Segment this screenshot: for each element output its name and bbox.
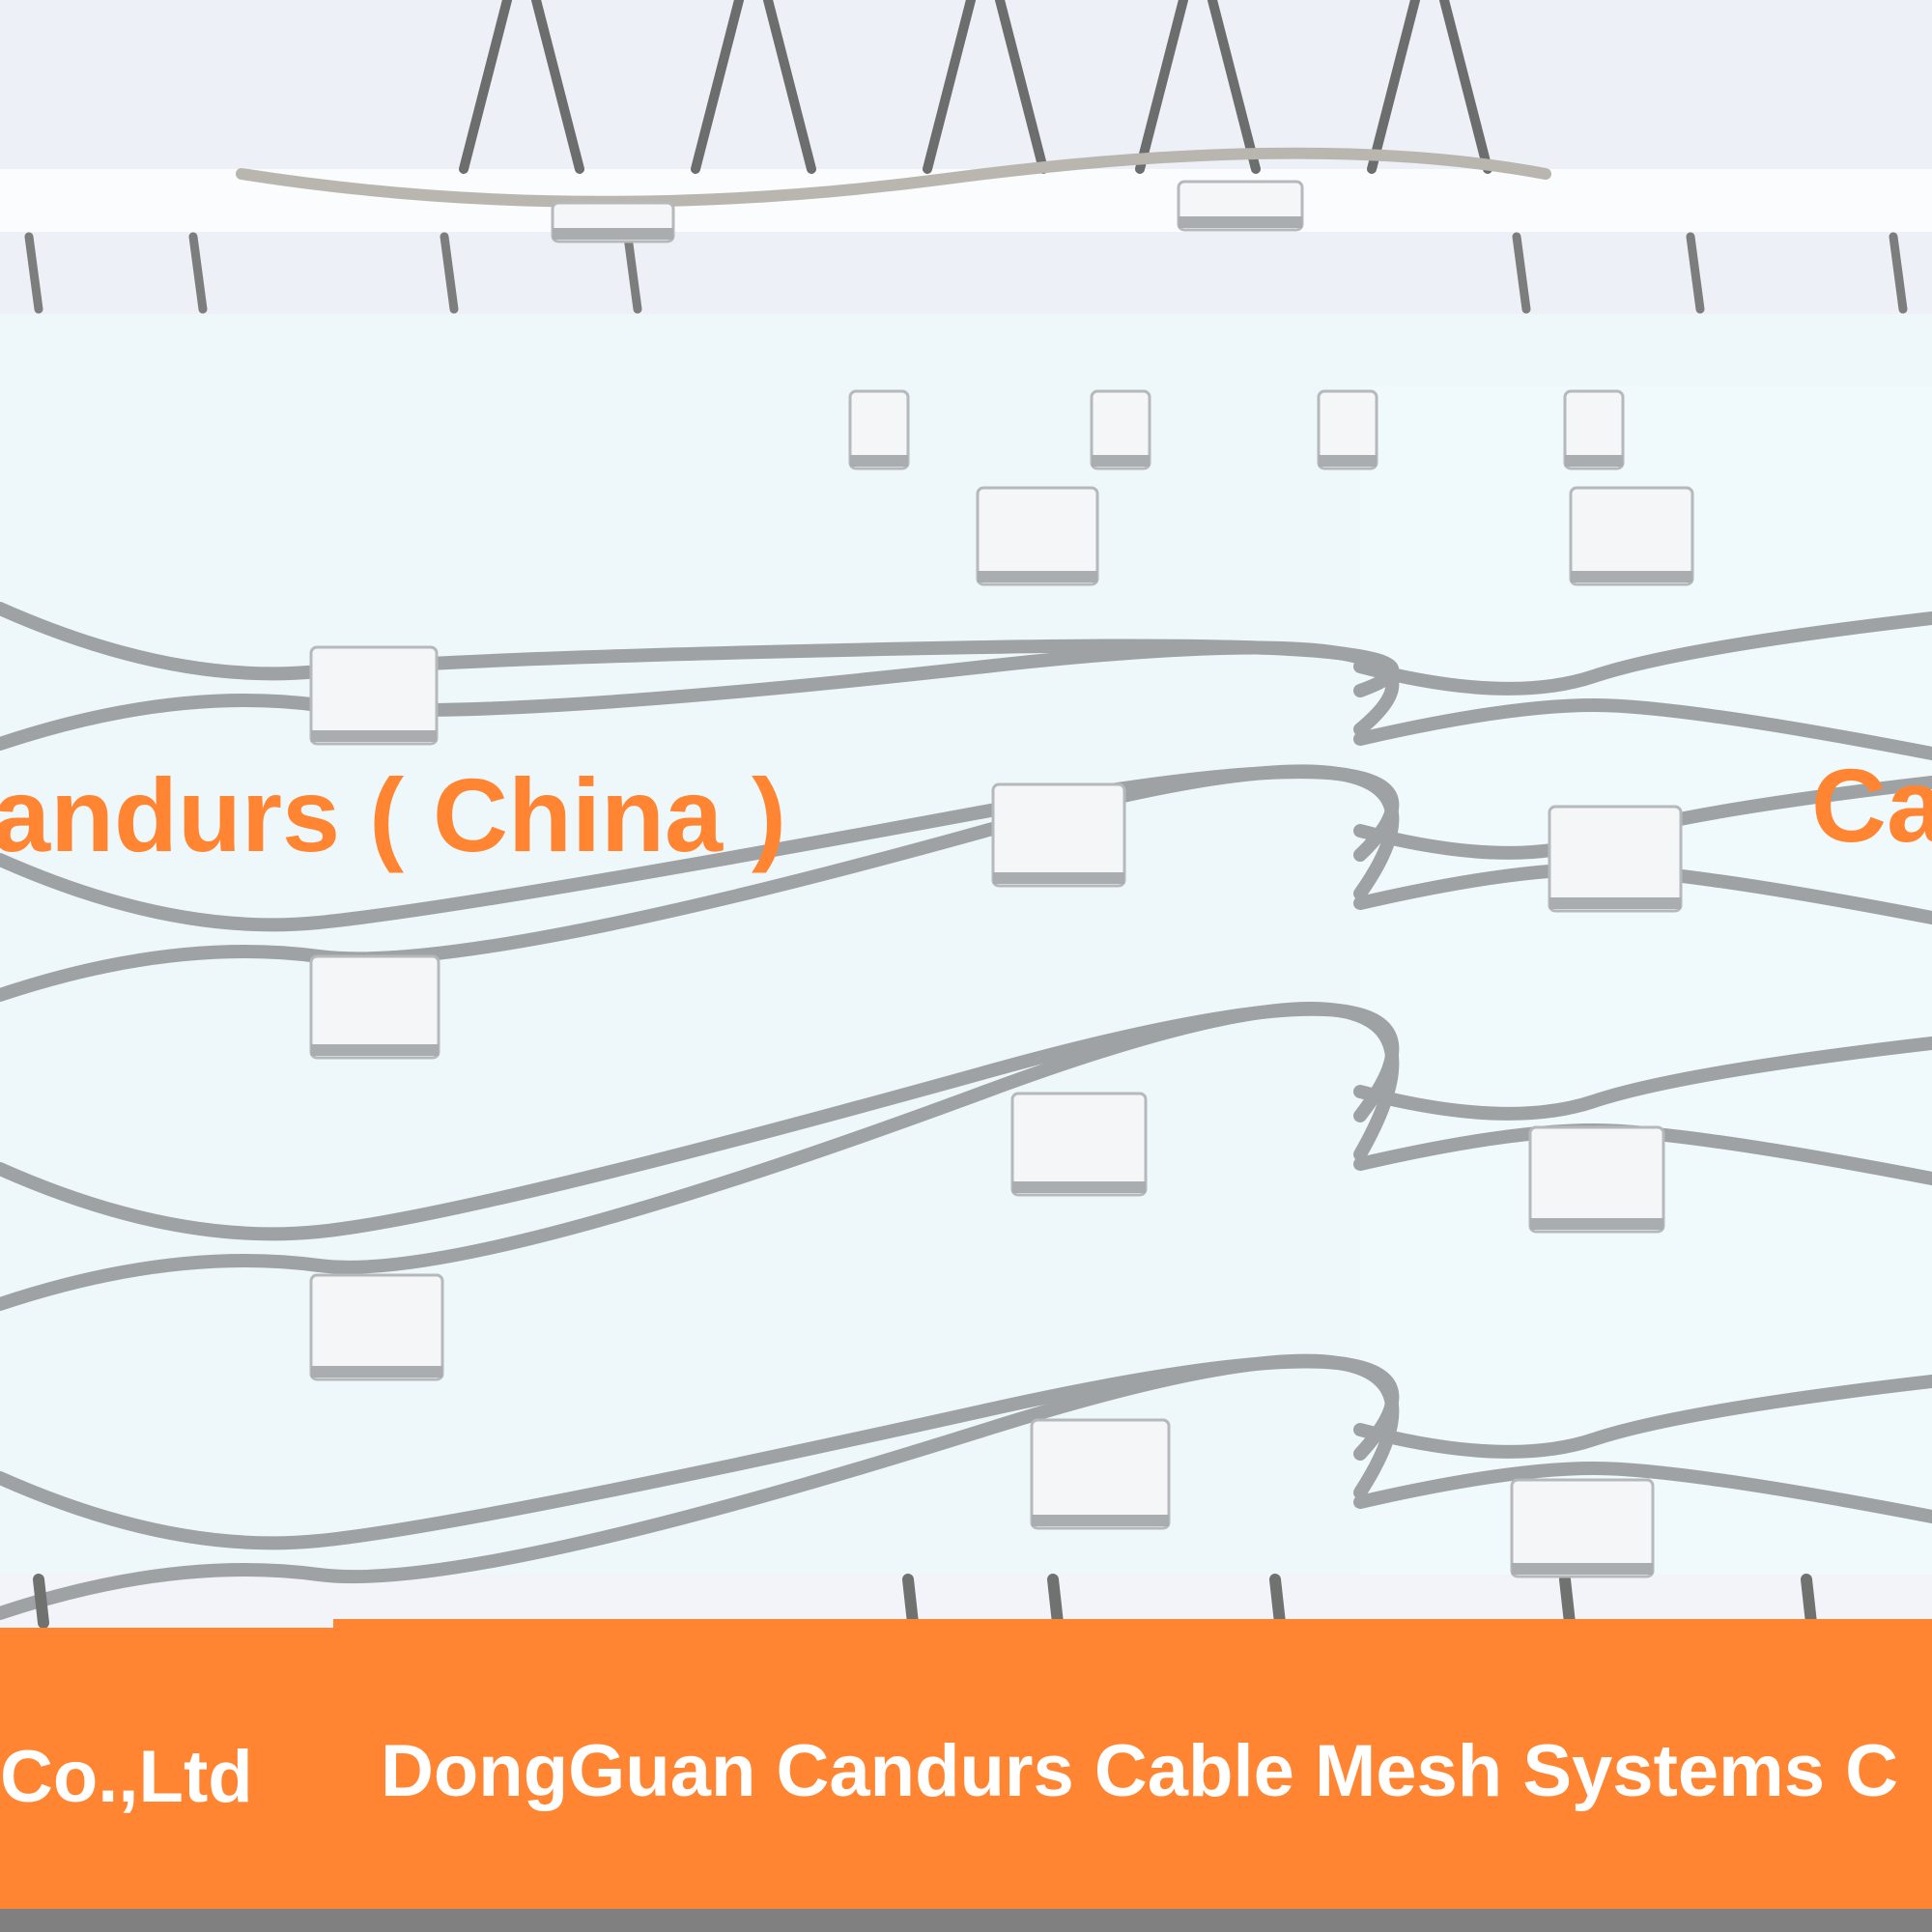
cable xyxy=(1208,0,1261,174)
ferrule-shadow xyxy=(1549,897,1681,909)
ferrule xyxy=(1528,1125,1665,1234)
watermark-left: andurs ( China ) xyxy=(0,756,787,873)
ferrule-shadow xyxy=(1319,455,1377,467)
cable xyxy=(763,0,816,174)
cable xyxy=(1353,697,1932,760)
cable xyxy=(459,0,512,174)
ferrule-shadow xyxy=(1179,216,1302,228)
banner-main xyxy=(333,1619,1932,1909)
ferrule xyxy=(1030,1418,1171,1530)
footer-bar xyxy=(0,1909,1932,1932)
ferrule-shadow xyxy=(1571,571,1692,582)
watermark-right: Ca xyxy=(1811,747,1932,864)
cable xyxy=(1801,1574,1817,1629)
cable xyxy=(33,1574,49,1629)
ferrule xyxy=(1090,389,1151,470)
cable xyxy=(623,232,642,314)
ferrule-shadow xyxy=(1092,455,1150,467)
cable xyxy=(24,232,43,314)
ferrule-shadow xyxy=(553,228,673,240)
cable xyxy=(1686,232,1705,314)
cable xyxy=(691,0,744,174)
cable xyxy=(1889,232,1908,314)
banner-main-text: DongGuan Candurs Cable Mesh Systems C xyxy=(381,1730,1898,1812)
cable xyxy=(1353,611,1932,696)
cable xyxy=(1367,0,1420,174)
banner-left-text: Co.,Ltd xyxy=(0,1736,253,1818)
ferrule xyxy=(1569,486,1694,586)
cable xyxy=(1135,0,1188,174)
cable xyxy=(1559,1574,1576,1629)
cable xyxy=(236,147,1551,208)
cable xyxy=(995,0,1048,174)
cable xyxy=(923,0,976,174)
ferrule xyxy=(309,1273,444,1381)
cable xyxy=(0,640,1400,751)
ferrule-shadow xyxy=(311,1366,442,1378)
cable xyxy=(1353,1461,1932,1523)
cable xyxy=(0,764,1400,1002)
cable xyxy=(1269,1574,1286,1629)
ferrule xyxy=(1510,1478,1655,1578)
ferrule xyxy=(1317,389,1378,470)
cable xyxy=(188,232,208,314)
cable xyxy=(0,1353,1400,1620)
ferrule xyxy=(1563,389,1625,470)
ferrule-shadow xyxy=(993,872,1124,884)
ferrule xyxy=(309,645,439,746)
ferrule-shadow xyxy=(850,455,908,467)
ferrule-shadow xyxy=(1530,1218,1663,1230)
ferrule xyxy=(1548,805,1683,913)
ferrule xyxy=(976,486,1099,586)
cable xyxy=(0,1002,1400,1311)
ferrule-shadow xyxy=(311,1044,439,1056)
ferrule-shadow xyxy=(1012,1181,1146,1193)
ferrule xyxy=(991,782,1126,888)
cable xyxy=(1353,1375,1932,1459)
ferrule-shadow xyxy=(1565,455,1623,467)
ferrule xyxy=(848,389,910,470)
ferrule-shadow xyxy=(978,571,1097,582)
cable xyxy=(1439,0,1492,174)
ferrule-shadow xyxy=(311,730,437,742)
cable xyxy=(440,232,459,314)
ferrule xyxy=(309,954,440,1060)
cable xyxy=(902,1574,919,1629)
cable xyxy=(1047,1574,1064,1629)
ferrule-shadow xyxy=(1512,1563,1653,1575)
ferrule-shadow xyxy=(1032,1515,1169,1526)
ferrule xyxy=(1010,1092,1148,1197)
cable xyxy=(1512,232,1531,314)
cable xyxy=(1353,1037,1932,1121)
banner-left-block xyxy=(0,1628,336,1913)
cable xyxy=(531,0,584,174)
